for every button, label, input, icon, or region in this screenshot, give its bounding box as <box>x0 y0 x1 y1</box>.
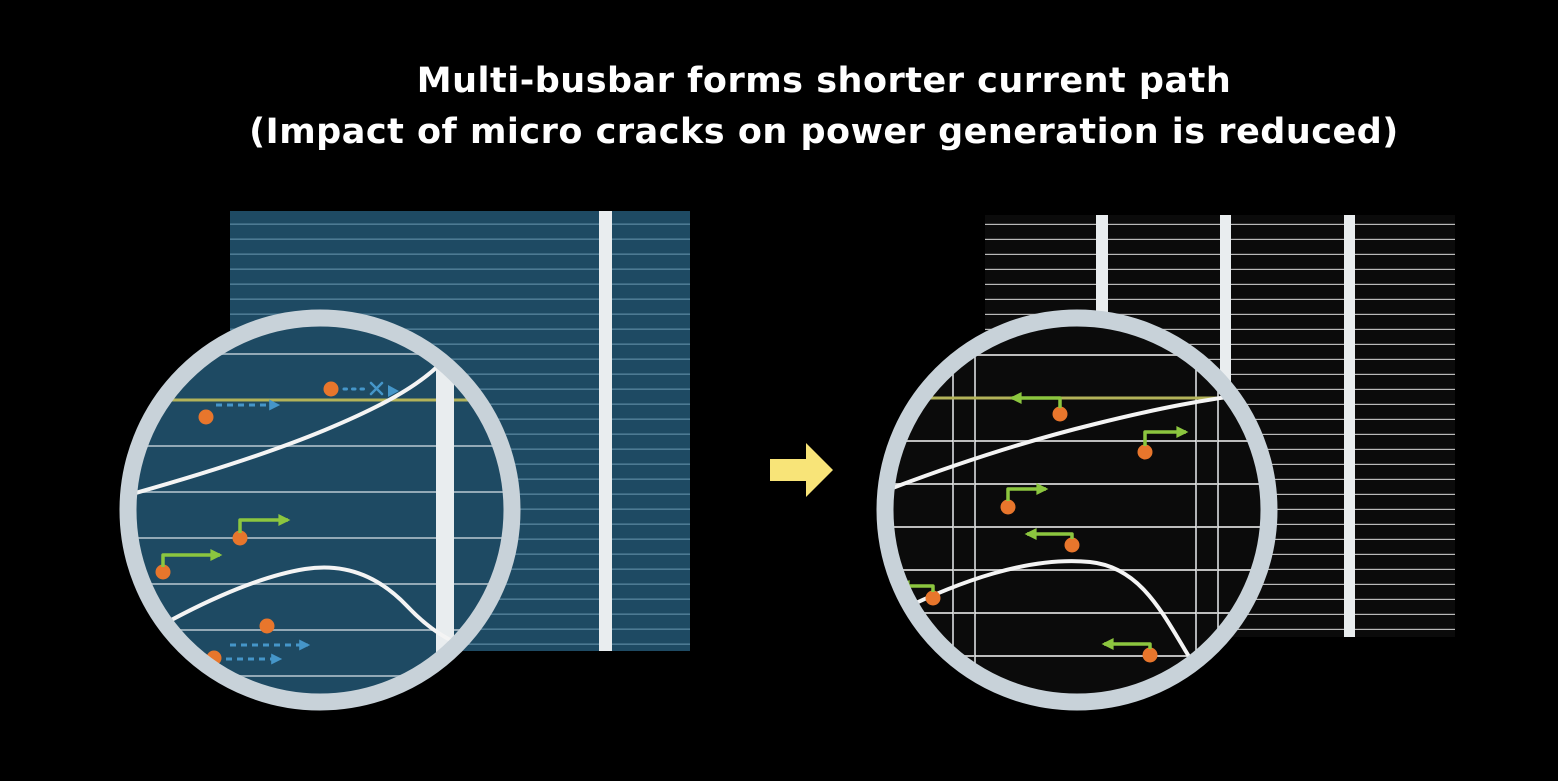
blocked-x-icon <box>369 381 384 396</box>
electron-short-path <box>1101 638 1158 663</box>
electron-dot <box>1142 647 1158 663</box>
electron-dot <box>198 409 214 425</box>
arrowhead-icon <box>388 385 399 397</box>
short-current-path-arrow <box>1143 426 1189 446</box>
magnified-cell-surface <box>893 326 1261 694</box>
magnifier-ring <box>119 309 521 711</box>
title-line-2: (Impact of micro cracks on power generat… <box>249 112 1399 152</box>
micro-crack-line <box>893 390 1261 494</box>
short-current-path-arrow <box>1101 638 1152 650</box>
magnifier-ring <box>876 309 1278 711</box>
busbar <box>599 211 612 651</box>
magnified-cell-surface <box>136 326 504 694</box>
short-current-path-arrow <box>897 580 935 592</box>
busbar <box>1344 215 1355 637</box>
electron-short-path <box>1024 528 1080 553</box>
electron-dot <box>1064 537 1080 553</box>
right-arrow-icon <box>770 443 833 497</box>
title-line-1: Multi-busbar forms shorter current path <box>417 61 1232 101</box>
short-current-path-arrow <box>238 514 291 533</box>
busbar-segments <box>952 326 976 694</box>
short-current-path-arrow <box>161 549 223 567</box>
electron-short-path <box>1000 483 1049 515</box>
electron-dot <box>1000 499 1016 515</box>
electron-dot <box>1052 406 1068 422</box>
short-current-path-arrow <box>1009 392 1062 408</box>
electron-long-path <box>198 399 281 425</box>
magnifier-left <box>119 309 521 711</box>
micro-crack-line <box>136 358 446 496</box>
electron-long-path <box>230 618 311 651</box>
electron-blocked-path <box>323 381 399 397</box>
electron-dot <box>925 590 941 606</box>
electron-dot <box>1137 444 1153 460</box>
magnified-busbar <box>1195 326 1219 694</box>
electron-dot <box>232 530 248 546</box>
electron-short-path <box>1009 392 1068 422</box>
electron-dot <box>323 381 339 397</box>
busbar-segments <box>1195 326 1219 694</box>
magnified-busbar <box>436 326 454 694</box>
electron-dot <box>155 564 171 580</box>
transition-arrow-icon <box>770 443 833 497</box>
micro-crack-line <box>136 565 461 648</box>
electron-short-path <box>232 514 291 546</box>
electron-short-path <box>155 549 223 580</box>
short-current-path-arrow <box>1024 528 1074 540</box>
magnifier-right <box>876 309 1278 711</box>
magnified-busbar <box>952 326 976 694</box>
electron-short-path <box>897 580 941 606</box>
electron-dot <box>259 618 275 634</box>
short-current-path-arrow <box>1006 483 1049 501</box>
electron-short-path <box>1137 426 1189 460</box>
